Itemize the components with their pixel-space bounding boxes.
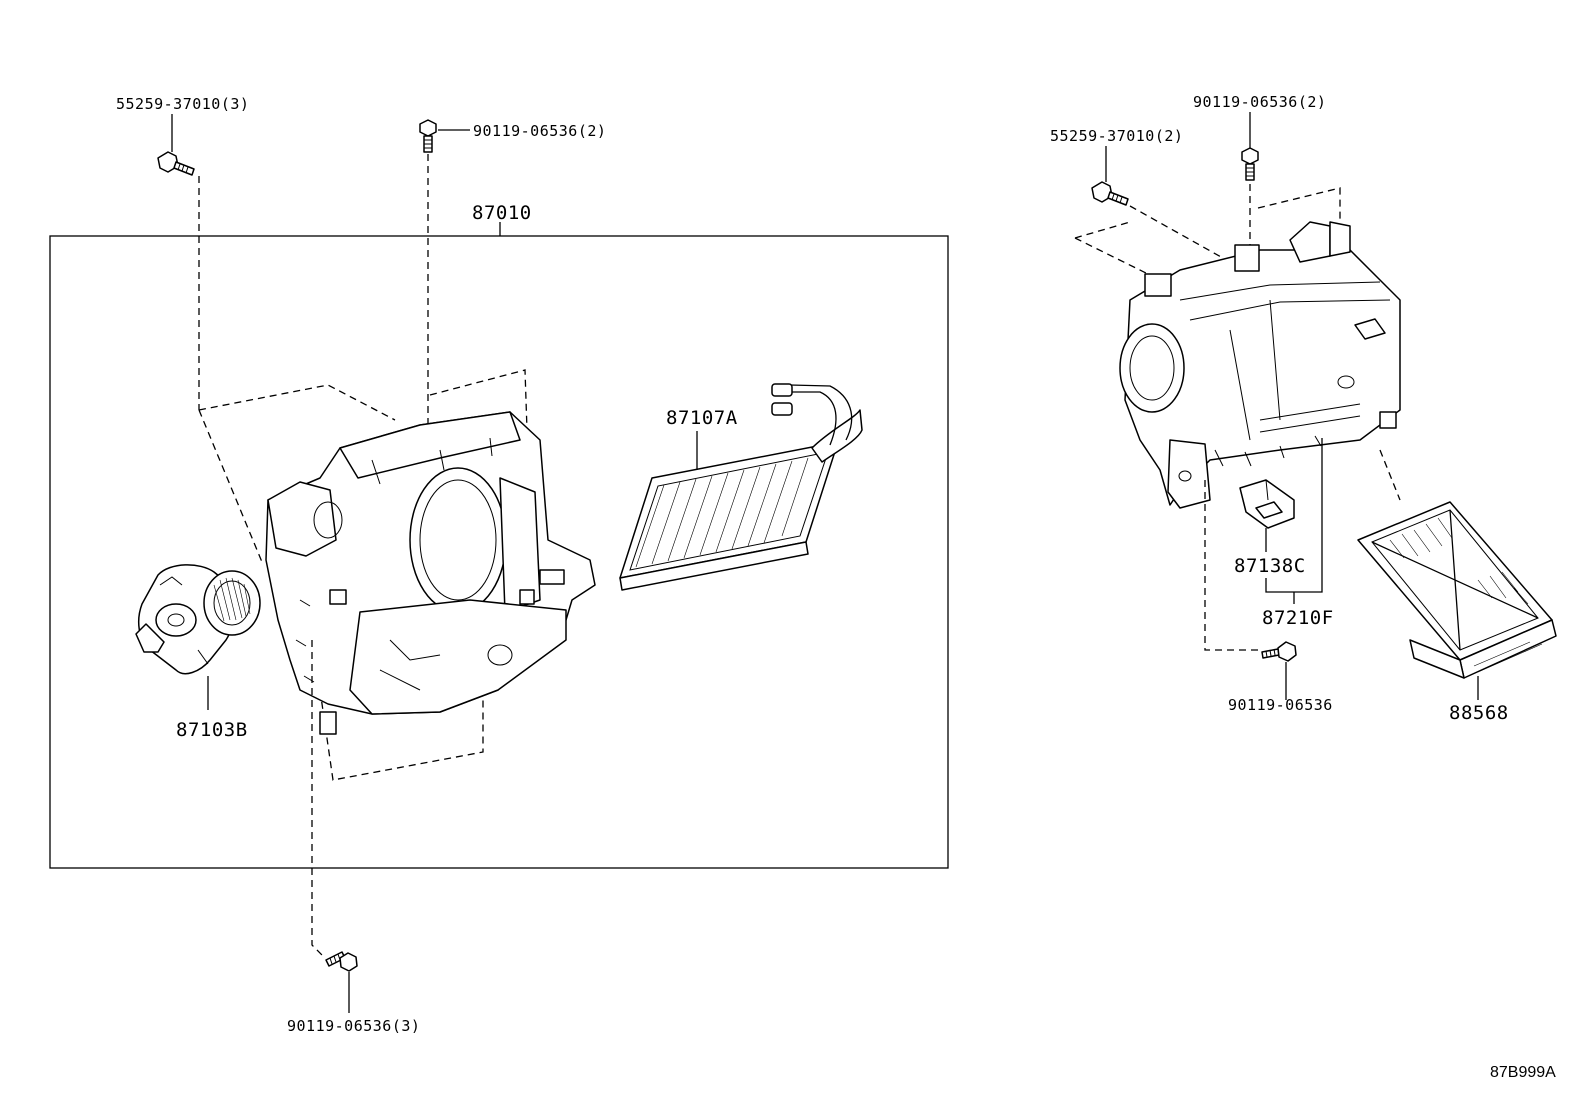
label-bolt-right-bottom[interactable]: 90119-06536 (1228, 696, 1333, 714)
label-87138c[interactable]: 87138C (1234, 555, 1306, 577)
label-87010[interactable]: 87010 (472, 202, 532, 224)
bolt-icon-center-top (419, 119, 437, 153)
heater-case (198, 369, 596, 781)
label-87107a[interactable]: 87107A (666, 407, 738, 429)
label-bolt-right-top[interactable]: 90119-06536(2) (1193, 93, 1326, 111)
label-87103b[interactable]: 87103B (176, 719, 248, 741)
screw-icon-left-top (157, 151, 195, 176)
heater-core-87107a (619, 383, 863, 591)
assembly-box-87010 (49, 235, 949, 869)
diagram-code: 87B999A (1490, 1064, 1556, 1081)
label-87210f[interactable]: 87210F (1262, 607, 1334, 629)
bolt-icon-right-top (1241, 147, 1259, 181)
resistor-87138c (1239, 479, 1295, 529)
screw-icon-right-top (1091, 181, 1129, 206)
label-bolt-bottom-left[interactable]: 90119-06536(3) (287, 1017, 420, 1035)
label-screw-left-top[interactable]: 55259-37010(3) (116, 95, 249, 113)
blower-assy-87210f (1074, 187, 1401, 509)
bolt-icon-right-bottom (1261, 641, 1297, 662)
label-bolt-center-top[interactable]: 90119-06536(2) (473, 122, 606, 140)
label-screw-right-top[interactable]: 55259-37010(2) (1050, 127, 1183, 145)
filter-88568 (1357, 501, 1557, 679)
label-88568[interactable]: 88568 (1449, 702, 1509, 724)
bolt-icon-bottom-left (325, 951, 358, 972)
blower-motor-87103b (135, 564, 261, 675)
